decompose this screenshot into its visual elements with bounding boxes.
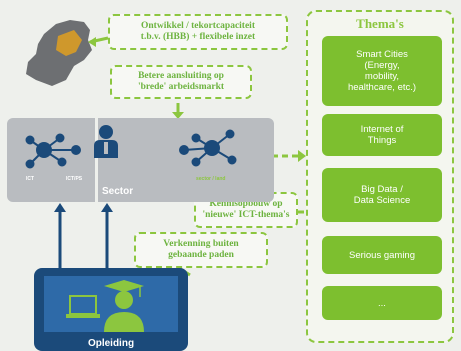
theme-smart-cities-line2: (Energy, xyxy=(364,60,400,71)
theme-big-data-line2: Data Science xyxy=(353,195,411,206)
theme-smart-cities-line1: Smart Cities xyxy=(356,49,408,60)
callout-exploration-line1: Verkenning buiten xyxy=(163,239,239,249)
callout-capacity-line1: Ontwikkel / tekortcapaciteit xyxy=(141,21,255,31)
theme-big-data-line1: Big Data / xyxy=(361,184,403,195)
sector-ictps-label: ICT/PS xyxy=(66,176,83,182)
person-icon xyxy=(94,125,118,158)
themes-panel: Thema's Smart Cities (Energy, mobility, … xyxy=(306,10,454,343)
theme-iot-line2: Things xyxy=(367,135,397,146)
theme-iot-line1: Internet of xyxy=(360,124,404,135)
laptop-icon xyxy=(66,295,100,318)
arrow-head-sector xyxy=(172,112,184,119)
callout-exploration-line2: gebaande paden xyxy=(168,250,234,260)
arrow-head-map xyxy=(88,37,96,47)
callout-exploration: Verkenning buiten gebaande paden xyxy=(134,232,268,268)
arrow-head-ict xyxy=(54,203,66,212)
arrow-head-sector-up xyxy=(101,203,113,212)
callout-labour-line2: 'brede' arbeidsmarkt xyxy=(137,82,225,92)
theme-serious-gaming-line1: Serious gaming xyxy=(348,249,415,261)
theme-serious-gaming: Serious gaming xyxy=(322,236,442,274)
map-highlight-region xyxy=(56,30,82,56)
sector-label: Sector xyxy=(102,186,134,197)
callout-labour-line1: Betere aansluiting op xyxy=(138,71,224,81)
sector-land-label: sector / land xyxy=(196,176,226,182)
callout-knowledge-line2: 'nieuwe' ICT-thema's xyxy=(202,210,290,220)
callout-labour-market: Betere aansluiting op 'brede' arbeidsmar… xyxy=(110,65,252,99)
theme-smart-cities: Smart Cities (Energy, mobility, healthca… xyxy=(322,36,442,106)
graduate-icon xyxy=(104,280,144,332)
callout-capacity-line2: t.b.v. (HBB) + flexibele inzet xyxy=(140,32,256,42)
callout-capacity: Ontwikkel / tekortcapaciteit t.b.v. (HBB… xyxy=(108,14,288,50)
sector-ict-label: ICT xyxy=(26,176,35,182)
theme-iot: Internet of Things xyxy=(322,114,442,156)
network-icon-sector xyxy=(179,129,237,167)
sector-divider xyxy=(95,118,98,202)
network-icon-ict xyxy=(25,133,81,169)
themes-title: Thema's xyxy=(356,16,404,31)
arrow-head-themes xyxy=(298,150,306,162)
theme-big-data: Big Data / Data Science xyxy=(322,168,442,222)
theme-smart-cities-line3: mobility, xyxy=(364,71,400,82)
theme-more: ... xyxy=(322,286,442,320)
theme-smart-cities-line4: healthcare, etc.) xyxy=(347,82,417,93)
opleiding-label: Opleiding xyxy=(87,338,135,349)
theme-more-line1: ... xyxy=(378,297,386,309)
callout-knowledge-line1: Kennisopbouw op xyxy=(209,199,283,209)
